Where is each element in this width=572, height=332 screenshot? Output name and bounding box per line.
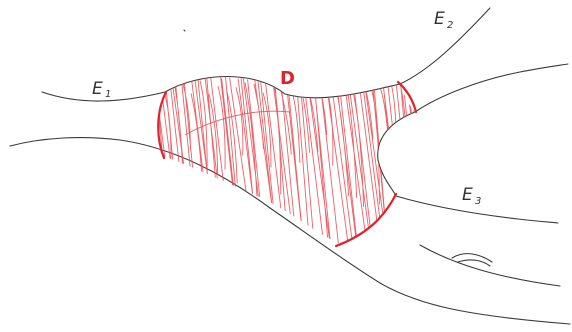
- upper-right-boundary: [415, 64, 568, 112]
- e1-label: E: [92, 79, 103, 99]
- speck-mark: [184, 30, 185, 31]
- e2-label: E: [434, 9, 445, 29]
- domain-label: D: [280, 68, 295, 89]
- e3-subscript: 3: [475, 196, 481, 207]
- e2-subscript: 2: [447, 20, 453, 31]
- lower-boundary: [10, 138, 570, 324]
- e1-subscript: 1: [105, 89, 111, 100]
- e3-label: E: [462, 185, 473, 205]
- small-island-stroke: [452, 254, 492, 262]
- small-island-stroke-2: [458, 260, 490, 266]
- inner-junction-boundary: [378, 112, 558, 223]
